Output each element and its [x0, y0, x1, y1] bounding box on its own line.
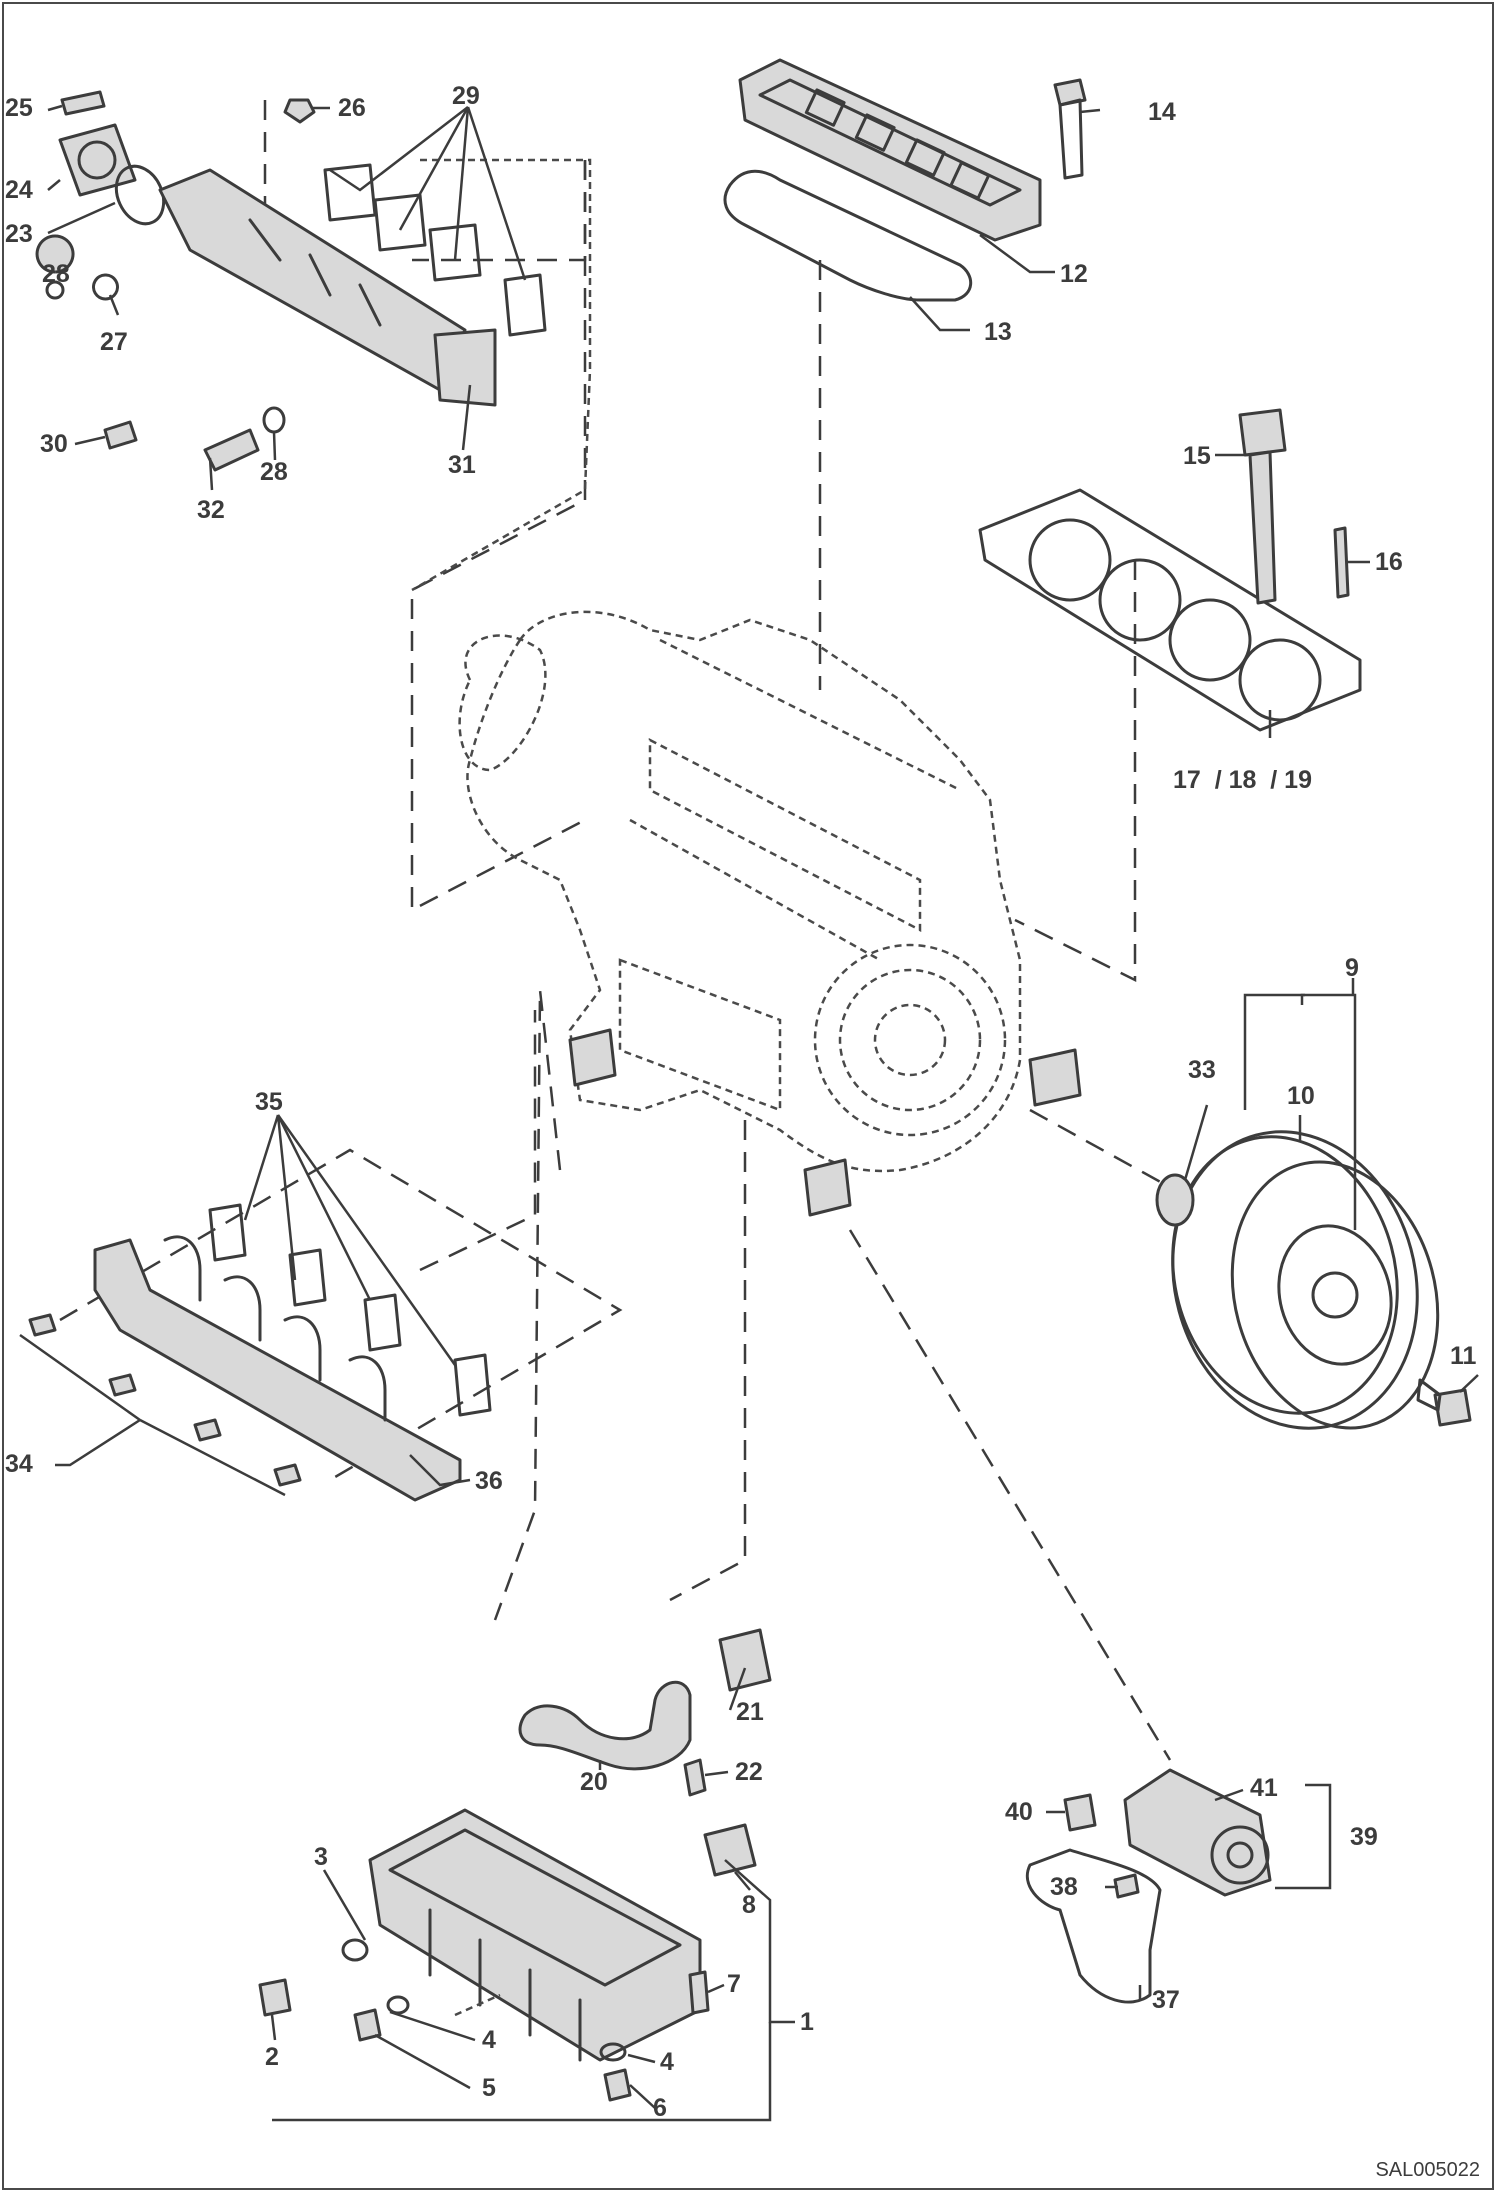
- starter-group: [1025, 1768, 1272, 2004]
- callout-34: 34: [5, 1450, 33, 1478]
- callout-4-right: 4: [660, 2048, 674, 2076]
- callout-23: 23: [5, 220, 33, 248]
- callout-27: 27: [100, 328, 128, 356]
- diagram-reference-code: SAL005022: [1375, 2159, 1480, 2181]
- oil-suction-group: [518, 1628, 772, 1877]
- valve-cover-group: [723, 58, 1087, 302]
- callout-8: 8: [742, 1891, 756, 1919]
- leader-lines: [19, 104, 1479, 2122]
- callout-25: 25: [5, 94, 33, 122]
- callout-13: 13: [984, 318, 1012, 346]
- engine-block: [458, 610, 1082, 1217]
- callout-33: 33: [1188, 1056, 1216, 1084]
- callout-15: 15: [1183, 442, 1211, 470]
- callout-32: 32: [197, 496, 225, 524]
- callout-22: 22: [735, 1758, 763, 1786]
- callout-2: 2: [265, 2043, 279, 2071]
- callout-17-18-19: 17 / 18 / 19: [1173, 766, 1312, 794]
- callout-35: 35: [255, 1088, 283, 1116]
- exhaust-pipe-group: [35, 90, 592, 592]
- callout-29: 29: [452, 82, 480, 110]
- head-gasket-group: [978, 408, 1362, 732]
- callout-31: 31: [448, 451, 476, 479]
- callout-16: 16: [1375, 548, 1403, 576]
- callout-7: 7: [727, 1970, 741, 1998]
- callout-12: 12: [1060, 260, 1088, 288]
- callout-38: 38: [1050, 1873, 1078, 1901]
- callout-39: 39: [1350, 1823, 1378, 1851]
- callout-40: 40: [1005, 1798, 1033, 1826]
- callout-36: 36: [475, 1467, 503, 1495]
- exhaust-manifold-group: [28, 1203, 492, 1502]
- callout-5: 5: [482, 2074, 496, 2102]
- flywheel-group: [1155, 1130, 1472, 1430]
- assembly-guide-lines: [59, 100, 1176, 1761]
- callout-26: 26: [338, 94, 366, 122]
- oil-pan-group: [258, 1808, 710, 2102]
- callout-28-bottom: 28: [260, 458, 288, 486]
- callout-24: 24: [5, 176, 33, 204]
- callout-28-top: 28: [42, 260, 70, 288]
- callout-20: 20: [580, 1768, 608, 1796]
- callout-41: 41: [1250, 1774, 1278, 1802]
- callout-21: 21: [736, 1698, 764, 1726]
- callout-1: 1: [800, 2008, 814, 2036]
- callout-10: 10: [1287, 1082, 1315, 1110]
- callout-3: 3: [314, 1843, 328, 1871]
- callout-4-left: 4: [482, 2026, 496, 2054]
- callout-30: 30: [40, 430, 68, 458]
- callout-14: 14: [1148, 98, 1176, 126]
- callout-9: 9: [1345, 954, 1359, 982]
- callout-6: 6: [653, 2094, 667, 2122]
- callout-37: 37: [1152, 1986, 1180, 2014]
- callout-11: 11: [1450, 1342, 1477, 1370]
